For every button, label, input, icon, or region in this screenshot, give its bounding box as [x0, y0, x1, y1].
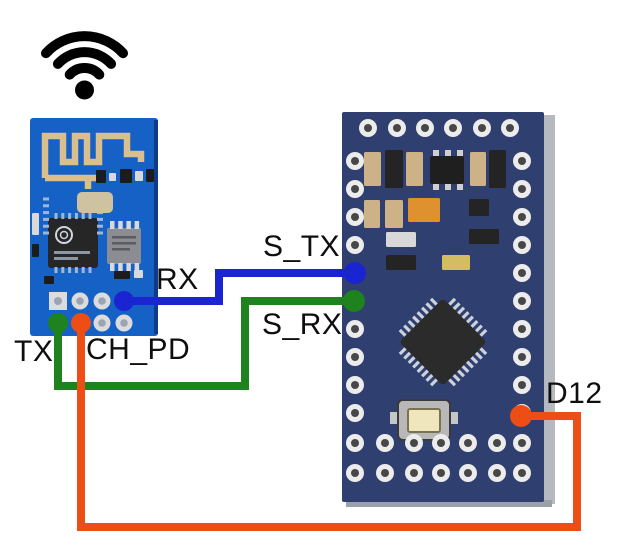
pro-mini-smd-components: [364, 150, 506, 270]
label-tx: TX: [14, 335, 54, 368]
esp-smd-components: [32, 169, 154, 284]
label-ch-pd: CH_PD: [86, 333, 191, 366]
flash-chip: [107, 221, 141, 271]
arduino-pro-mini-board: [342, 112, 544, 502]
pro-mini-board-edge: [544, 115, 555, 504]
label-s-rx: S_RX: [262, 308, 343, 341]
esp-pcb-edge: [154, 120, 158, 334]
label-d12: D12: [546, 377, 603, 410]
label-s-tx: S_TX: [263, 230, 341, 263]
wifi-icon: [41, 31, 128, 100]
crystal-oscillator: [77, 192, 113, 213]
wifi-arcs: [41, 31, 128, 80]
esp8266-chip: [43, 197, 103, 273]
espressif-logo: [55, 226, 73, 244]
regulator-ic: [430, 150, 464, 190]
label-rx: RX: [156, 263, 199, 296]
esp-antenna-trace: [41, 132, 145, 189]
reset-button[interactable]: [390, 399, 458, 441]
esp8266-esp01-board: [30, 118, 158, 336]
wifi-dot: [75, 80, 94, 100]
